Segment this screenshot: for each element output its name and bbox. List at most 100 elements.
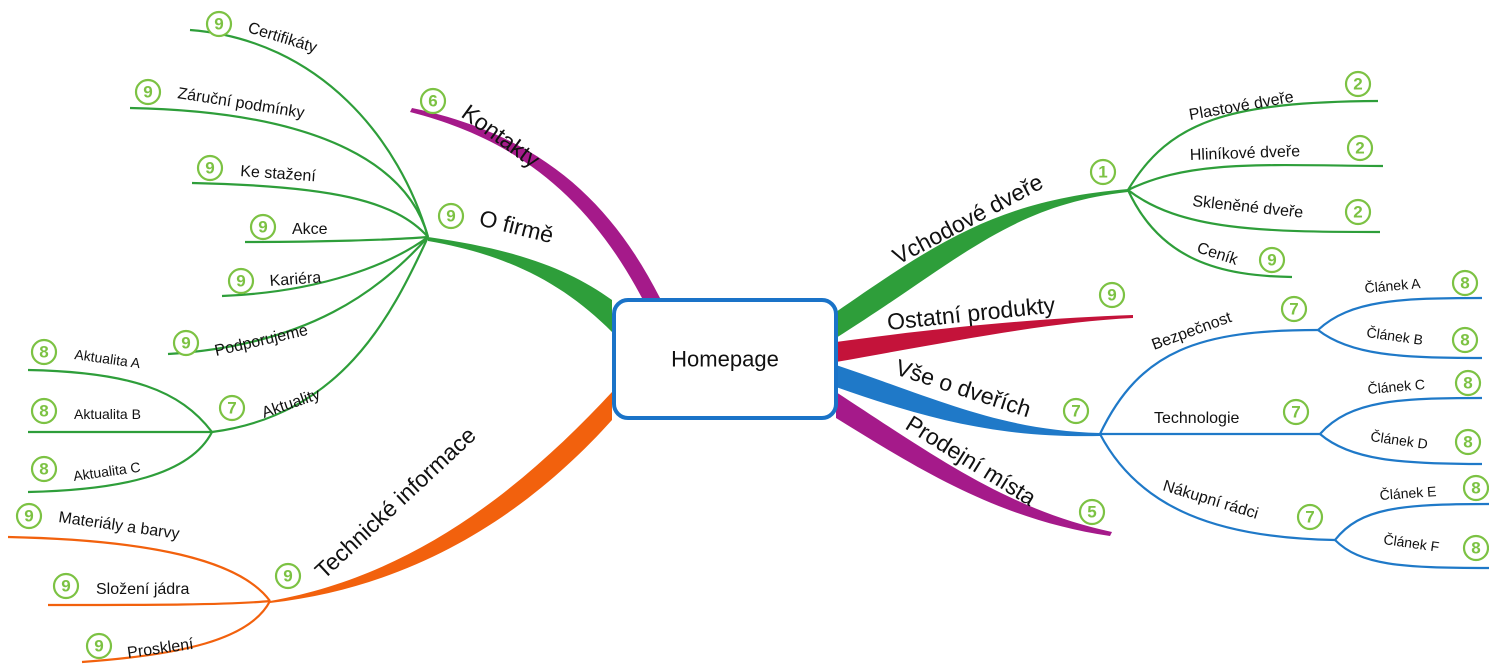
- badge-number: 5: [1087, 503, 1096, 522]
- node-podporujeme[interactable]: 9 Podporujeme: [172, 322, 310, 360]
- node-label-aktualita-a: Aktualita A: [74, 346, 142, 371]
- node-label-hlinikove: Hliníkové dveře: [1190, 143, 1301, 164]
- o-firme-sublines: [27, 28, 430, 494]
- node-sklenene[interactable]: Skleněné dveře 2: [1192, 193, 1372, 226]
- node-label-kontakty: Kontakty: [457, 99, 545, 173]
- node-label-clanek-c: Článek C: [1367, 376, 1426, 397]
- badge-icon: [1454, 369, 1482, 397]
- node-cenik[interactable]: Ceník 9: [1195, 240, 1286, 274]
- branch-line-o-firme: [428, 237, 612, 332]
- node-label-slozeni: Složení jádra: [96, 581, 189, 598]
- badge-icon: [1462, 534, 1489, 562]
- node-technicke[interactable]: 9 Technické informace: [274, 422, 481, 590]
- node-aktualita-b[interactable]: 8 Aktualita B: [30, 397, 141, 425]
- badge-icon: [249, 213, 277, 241]
- node-certifikaty[interactable]: 9 Certifikáty: [205, 10, 319, 57]
- node-aktualita-c[interactable]: 8 Aktualita C: [30, 455, 141, 484]
- badge-number: 7: [1305, 508, 1314, 527]
- badge-number: 9: [283, 567, 292, 586]
- badge-icon: [419, 87, 447, 115]
- badge-number: 9: [446, 207, 455, 226]
- node-zarucni[interactable]: 9 Záruční podmínky: [134, 78, 306, 122]
- node-bezpecnost[interactable]: Bezpečnost 7: [1150, 295, 1308, 354]
- badge-icon: [1462, 474, 1489, 502]
- node-clanek-a[interactable]: Článek A 8: [1364, 269, 1479, 297]
- node-label-aktualita-c: Aktualita C: [72, 459, 141, 484]
- node-label-sklenene: Skleněné dveře: [1192, 193, 1304, 222]
- badge-icon: [52, 572, 80, 600]
- badge-icon: [1078, 498, 1106, 526]
- badge-number: 8: [1460, 274, 1469, 293]
- badge-number: 8: [39, 402, 48, 421]
- node-akce[interactable]: 9 Akce: [249, 213, 328, 241]
- badge-icon: [1098, 281, 1126, 309]
- badge-number: 6: [428, 92, 437, 111]
- root-box: [612, 298, 838, 420]
- badge-icon: [1280, 295, 1308, 323]
- badge-number: 8: [1471, 539, 1480, 558]
- node-label-clanek-f: Článek F: [1383, 531, 1441, 555]
- node-vchodove[interactable]: Vchodové dveře 1: [888, 158, 1117, 269]
- badge-icon: [205, 10, 233, 38]
- node-label-clanek-d: Článek D: [1370, 428, 1429, 452]
- node-plastove[interactable]: Plastové dveře 2: [1188, 70, 1372, 124]
- badge-icon: [1344, 198, 1372, 226]
- node-label-cenik: Ceník: [1195, 240, 1241, 269]
- badge-number: 9: [258, 218, 267, 237]
- badge-icon: [30, 338, 58, 366]
- branch-line-vse: [836, 365, 1100, 437]
- badge-number: 8: [39, 460, 48, 479]
- badge-number: 8: [39, 343, 48, 362]
- badge-icon: [1282, 398, 1310, 426]
- node-nakupni[interactable]: Nákupní rádci 7: [1161, 478, 1324, 531]
- badge-number: 9: [1107, 286, 1116, 305]
- node-label-plastove: Plastové dveře: [1188, 89, 1295, 124]
- badge-number: 2: [1355, 139, 1364, 158]
- badge-icon: [85, 632, 113, 660]
- badge-number: 9: [236, 272, 245, 291]
- node-label-clanek-a: Článek A: [1364, 275, 1422, 296]
- node-clanek-c[interactable]: Článek C 8: [1367, 369, 1482, 397]
- badge-icon: [218, 394, 246, 422]
- node-clanek-e[interactable]: Článek E 8: [1379, 474, 1489, 503]
- root-node[interactable]: Homepage: [612, 298, 838, 420]
- badge-icon: [1451, 269, 1479, 297]
- node-o-firme[interactable]: 9 O firmě: [437, 202, 556, 248]
- node-hlinikove[interactable]: Hliníkové dveře 2: [1190, 134, 1374, 164]
- node-aktuality[interactable]: 7 Aktuality: [218, 386, 323, 422]
- node-label-o-firme: O firmě: [477, 205, 556, 248]
- badge-icon: [172, 329, 200, 357]
- node-clanek-b[interactable]: Článek B 8: [1366, 324, 1479, 354]
- node-ke-stazeni[interactable]: 9 Ke stažení: [196, 154, 317, 185]
- node-label-akce: Akce: [292, 221, 328, 238]
- node-prosklení[interactable]: 9 Prosklení: [85, 632, 195, 662]
- badge-number: 9: [143, 83, 152, 102]
- technicke-sublines: [7, 535, 271, 664]
- node-clanek-d[interactable]: Článek D 8: [1370, 428, 1482, 456]
- badge-number: 9: [24, 507, 33, 526]
- node-technologie[interactable]: Technologie 7: [1154, 398, 1310, 427]
- node-label-clanek-e: Článek E: [1379, 483, 1437, 503]
- node-clanek-f[interactable]: Článek F 8: [1383, 531, 1489, 562]
- node-label-aktuality: Aktuality: [260, 386, 323, 422]
- node-label-certifikaty: Certifikáty: [246, 20, 319, 57]
- badge-number: 7: [1291, 403, 1300, 422]
- node-kontakty[interactable]: 6 Kontakty: [419, 87, 545, 173]
- badge-icon: [1344, 70, 1372, 98]
- badge-number: 8: [1463, 433, 1472, 452]
- badge-icon: [1346, 134, 1374, 162]
- node-label-technologie: Technologie: [1154, 410, 1240, 427]
- node-label-bezpecnost: Bezpečnost: [1150, 309, 1235, 354]
- badge-number: 2: [1353, 203, 1362, 222]
- node-slozeni[interactable]: 9 Složení jádra: [52, 572, 189, 600]
- root-label: Homepage: [671, 347, 779, 372]
- badge-number: 8: [1471, 479, 1480, 498]
- badge-icon: [1062, 397, 1090, 425]
- node-aktualita-a[interactable]: 8 Aktualita A: [30, 338, 142, 371]
- badge-number: 7: [1071, 402, 1080, 421]
- badge-number: 9: [181, 334, 190, 353]
- badge-number: 2: [1353, 75, 1362, 94]
- node-kariera[interactable]: 9 Kariéra: [227, 267, 322, 295]
- node-label-nakupni: Nákupní rádci: [1161, 478, 1260, 523]
